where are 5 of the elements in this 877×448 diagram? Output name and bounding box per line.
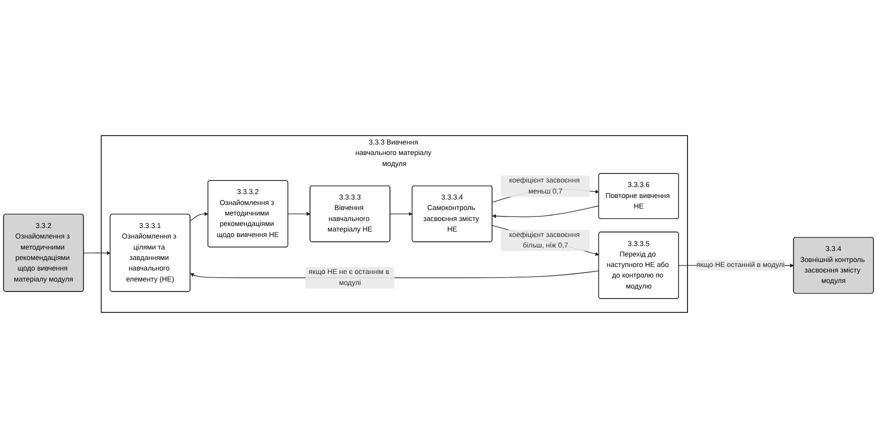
arrow — [190, 212, 208, 222]
arrow — [288, 212, 310, 216]
arrow — [390, 212, 413, 216]
arrow — [83, 251, 111, 255]
arrow — [492, 205, 600, 218]
